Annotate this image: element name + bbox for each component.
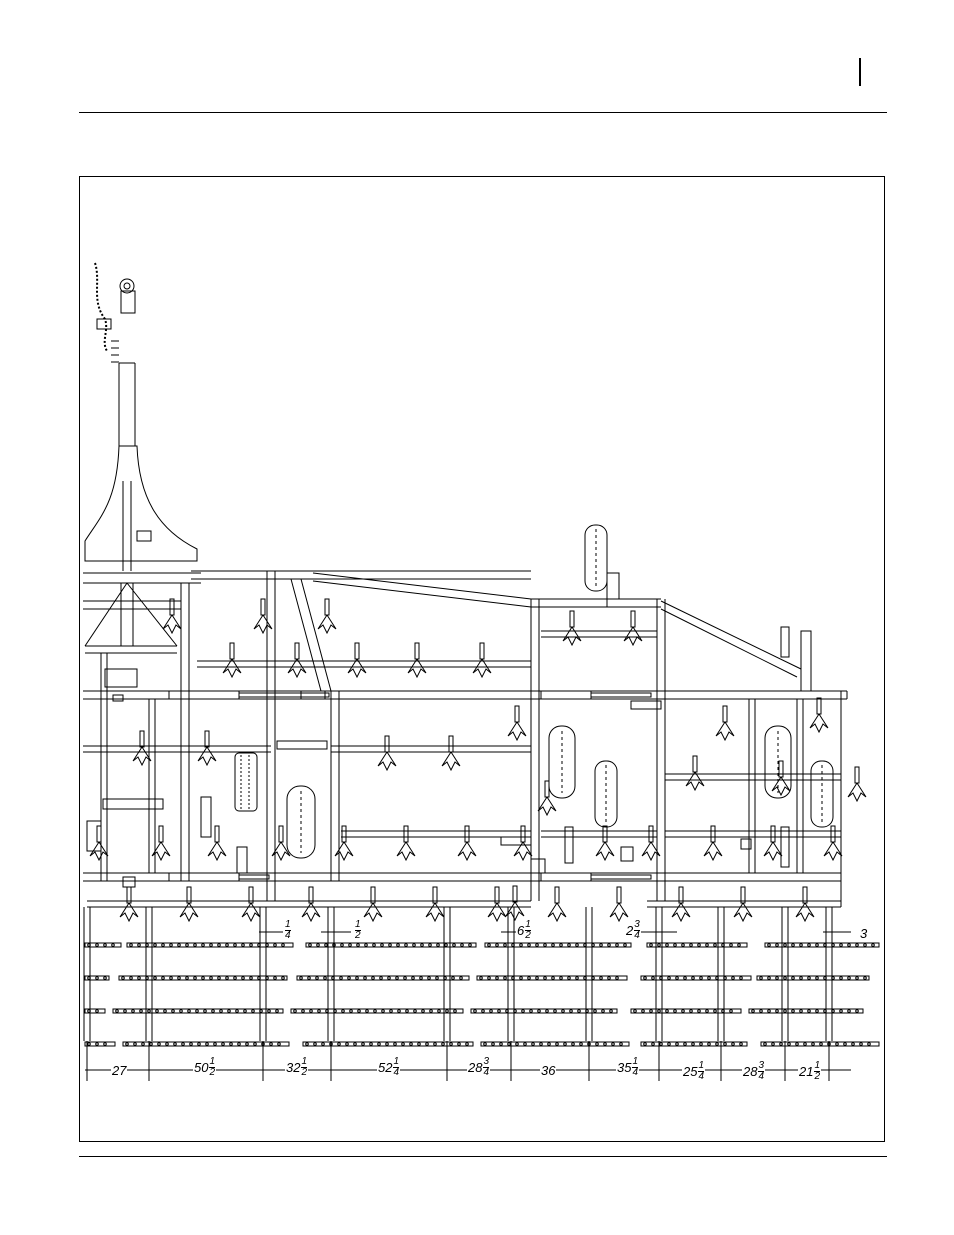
harrow-bar: [119, 976, 287, 980]
sweep-shank: [672, 887, 690, 921]
sweep-shank: [624, 611, 642, 645]
harrow-tooth-line: [328, 907, 334, 1041]
sweep-shank: [548, 887, 566, 921]
sweep-shank: [120, 887, 138, 921]
harrow-tooth-line: [146, 907, 152, 1041]
sweep-shank: [318, 599, 336, 633]
dimension-label-top: 234: [625, 920, 641, 941]
harrow-tooth-line: [586, 907, 592, 1041]
harrow-bar: [641, 1042, 747, 1046]
sweep-shank: [442, 736, 460, 770]
harrow-tooth-line: [782, 907, 788, 1041]
sweep-shank: [223, 643, 241, 677]
harrow-bar: [761, 1042, 879, 1046]
sweep-shank: [408, 643, 426, 677]
harrow-tooth-line: [826, 907, 832, 1041]
header-tab-mark: [859, 58, 861, 86]
frame-brackets: [87, 573, 661, 887]
sweep-shank: [563, 611, 581, 645]
harrow-bar: [481, 1042, 629, 1046]
footer-rule: [79, 1156, 887, 1157]
harrow-bar: [641, 976, 751, 980]
sweep-shank: [848, 767, 866, 801]
harrow-bar: [297, 976, 469, 980]
sweep-shank: [716, 706, 734, 740]
sweep-shank: [772, 761, 790, 795]
sweep-shank: [163, 599, 181, 633]
sweep-shank: [378, 736, 396, 770]
harrow-bar: [113, 1009, 283, 1013]
harrow-bar: [85, 1009, 105, 1013]
harrow-bar: [485, 943, 631, 947]
sweep-shank: [198, 731, 216, 765]
implement-top-view-drawing: [80, 177, 884, 1141]
harrow-bar: [749, 1009, 863, 1013]
sweep-shank: [610, 887, 628, 921]
sweep-shank: [473, 643, 491, 677]
harrow-tooth-line: [84, 907, 90, 1041]
sweep-shank: [180, 887, 198, 921]
sweep-shank: [506, 886, 524, 920]
harrow-tooth-line: [260, 907, 266, 1041]
sweep-shank: [508, 706, 526, 740]
sweep-shank: [426, 887, 444, 921]
sweep-shank: [686, 756, 704, 790]
header-rule: [79, 112, 887, 113]
dimension-label-bottom: 36: [540, 1063, 556, 1077]
harrow-tooth-line: [508, 907, 514, 1041]
sweep-shank: [133, 731, 151, 765]
sweep-shank: [538, 781, 556, 815]
sweep-shank: [734, 887, 752, 921]
hitch-assembly: [85, 263, 197, 571]
harrow-bar: [85, 976, 109, 980]
harrow-tooth-line: [656, 907, 662, 1041]
harrow-bar: [291, 1009, 463, 1013]
harrow-tooth-line: [444, 907, 450, 1041]
sweep-shank: [810, 698, 828, 732]
sweep-shank: [254, 599, 272, 633]
sweep-shank: [302, 887, 320, 921]
sweep-shank: [348, 643, 366, 677]
harrow-bar: [471, 1009, 617, 1013]
harrow-bar: [477, 976, 627, 980]
dimension-label-bottom: 27: [111, 1063, 127, 1077]
harrow-tooth-line: [718, 907, 724, 1041]
sweep-shank: [488, 887, 506, 921]
hydraulic-cylinders: [103, 599, 789, 881]
sweep-shank: [364, 887, 382, 921]
sweep-shank: [90, 826, 108, 860]
dimension-label-top: 3: [859, 926, 868, 940]
harrow-bar: [123, 1042, 289, 1046]
harrow-bar: [757, 976, 869, 980]
harrow-bar: [85, 1042, 115, 1046]
front-hitch-frame: [83, 573, 201, 653]
sweep-shank: [796, 887, 814, 921]
sweep-shank: [242, 887, 260, 921]
sweep-shank: [288, 643, 306, 677]
